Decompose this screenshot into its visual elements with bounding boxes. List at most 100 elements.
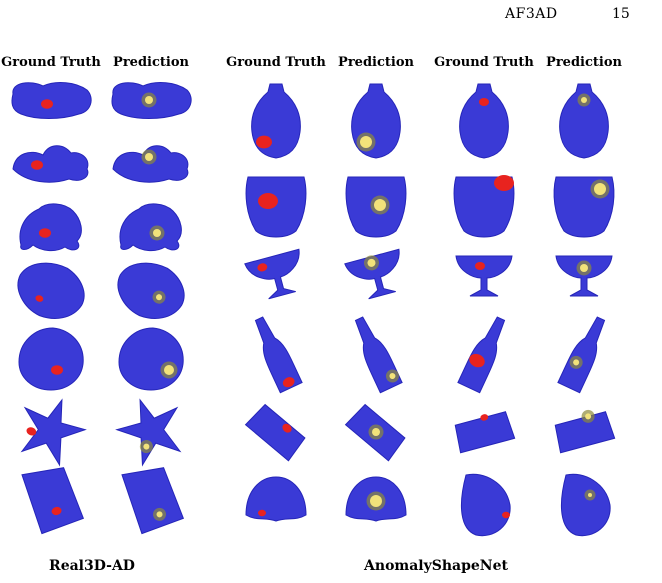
group-label-real3d-ad: Real3D-AD bbox=[49, 558, 135, 574]
object-point-cloud bbox=[21, 467, 85, 535]
ground-truth-anomaly-region bbox=[502, 511, 510, 519]
predicted-anomaly-spot bbox=[145, 153, 153, 161]
object-point-cloud bbox=[18, 327, 84, 391]
prediction-render-can bbox=[344, 403, 406, 462]
ground-truth-render-jar bbox=[453, 175, 515, 238]
ground-truth-anomaly-region bbox=[51, 365, 63, 375]
predicted-anomaly-spot bbox=[367, 258, 376, 267]
object-point-cloud bbox=[557, 316, 606, 394]
ground-truth-anomaly-region bbox=[26, 427, 37, 436]
page-number: 15 bbox=[612, 6, 630, 22]
prediction-render-vase bbox=[351, 83, 401, 159]
ground-truth-render-can bbox=[244, 403, 306, 462]
ground-truth-render-shell2 bbox=[19, 203, 82, 252]
object-point-cloud bbox=[254, 316, 303, 394]
predicted-anomaly-spot bbox=[156, 294, 163, 301]
object-point-cloud bbox=[559, 83, 609, 159]
object-point-cloud bbox=[459, 83, 509, 159]
ground-truth-render-vase bbox=[251, 83, 301, 159]
predicted-anomaly-spot bbox=[143, 443, 150, 450]
predicted-anomaly-spot bbox=[156, 511, 163, 518]
ground-truth-anomaly-region bbox=[258, 193, 278, 209]
ground-truth-render-diamond bbox=[17, 262, 85, 319]
predicted-anomaly-spot bbox=[580, 264, 588, 272]
predicted-anomaly-spot bbox=[585, 413, 592, 420]
ground-truth-anomaly-region bbox=[257, 263, 268, 272]
object-point-cloud bbox=[11, 82, 92, 119]
prediction-render-dome bbox=[345, 476, 407, 522]
predicted-anomaly-spot bbox=[594, 183, 606, 195]
ground-truth-render-star bbox=[20, 398, 87, 467]
ground-truth-anomaly-region bbox=[258, 509, 266, 517]
predicted-anomaly-spot bbox=[588, 493, 592, 497]
predicted-anomaly-spot bbox=[581, 97, 587, 103]
object-point-cloud bbox=[115, 398, 182, 467]
prediction-render-star bbox=[115, 398, 182, 467]
ground-truth-render-fish bbox=[12, 145, 89, 183]
ground-truth-render-cup bbox=[455, 255, 513, 297]
ground-truth-anomaly-region bbox=[256, 135, 272, 149]
predicted-anomaly-spot bbox=[164, 365, 174, 375]
ground-truth-render-dome bbox=[245, 476, 307, 522]
ground-truth-render-toy bbox=[11, 82, 92, 119]
object-point-cloud bbox=[117, 262, 185, 319]
ground-truth-anomaly-region bbox=[469, 353, 485, 368]
object-point-cloud bbox=[560, 473, 611, 537]
object-point-cloud bbox=[344, 248, 400, 300]
ground-truth-render-jar bbox=[245, 176, 307, 238]
group-label-anomalyshapenet: AnomalyShapeNet bbox=[364, 558, 508, 574]
object-point-cloud bbox=[20, 398, 87, 467]
predicted-anomaly-spot bbox=[389, 373, 396, 380]
prediction-render-fish bbox=[112, 145, 189, 183]
column-label-ground-truth-1: Ground Truth bbox=[1, 55, 101, 70]
ground-truth-anomaly-region bbox=[35, 295, 44, 302]
ground-truth-anomaly-region bbox=[41, 99, 53, 109]
predicted-anomaly-spot bbox=[573, 359, 580, 366]
object-point-cloud bbox=[244, 248, 300, 300]
ground-truth-render-rect bbox=[21, 467, 85, 535]
ground-truth-anomaly-region bbox=[494, 175, 514, 191]
prediction-render-drop bbox=[560, 473, 611, 537]
object-point-cloud bbox=[245, 476, 307, 522]
prediction-render-rect bbox=[121, 467, 185, 535]
object-point-cloud bbox=[460, 473, 511, 537]
object-point-cloud bbox=[245, 176, 307, 238]
ground-truth-render-cup bbox=[244, 248, 300, 300]
column-label-prediction-2: Prediction bbox=[338, 55, 414, 70]
prediction-render-jar bbox=[553, 176, 615, 238]
predicted-anomaly-spot bbox=[153, 229, 161, 237]
running-title: AF3AD bbox=[505, 6, 558, 22]
object-point-cloud bbox=[12, 145, 89, 183]
predicted-anomaly-spot bbox=[372, 428, 380, 436]
object-point-cloud bbox=[453, 176, 515, 238]
object-point-cloud bbox=[457, 316, 506, 394]
object-point-cloud bbox=[19, 203, 82, 252]
predicted-anomaly-spot bbox=[374, 199, 386, 211]
predicted-anomaly-spot bbox=[145, 96, 153, 104]
ground-truth-render-can bbox=[454, 411, 516, 454]
prediction-render-diamond bbox=[117, 262, 185, 319]
prediction-render-shell2 bbox=[119, 203, 182, 252]
column-label-ground-truth-3: Ground Truth bbox=[434, 55, 534, 70]
ground-truth-anomaly-region bbox=[480, 414, 489, 421]
ground-truth-render-drop bbox=[460, 473, 511, 537]
ground-truth-anomaly-region bbox=[51, 506, 62, 516]
ground-truth-render-vase bbox=[459, 83, 509, 159]
object-point-cloud bbox=[121, 467, 185, 535]
object-point-cloud bbox=[454, 411, 516, 454]
column-label-prediction-1: Prediction bbox=[113, 55, 189, 70]
object-point-cloud bbox=[455, 255, 513, 297]
ground-truth-anomaly-region bbox=[31, 160, 43, 170]
prediction-render-toy bbox=[111, 82, 192, 119]
ground-truth-anomaly-region bbox=[475, 262, 485, 270]
prediction-render-can bbox=[554, 409, 616, 454]
object-point-cloud bbox=[119, 203, 182, 252]
ground-truth-render-bottle bbox=[254, 316, 303, 394]
object-point-cloud bbox=[244, 403, 306, 462]
predicted-anomaly-spot bbox=[370, 495, 382, 507]
prediction-render-cup bbox=[344, 248, 400, 300]
object-point-cloud bbox=[555, 255, 613, 297]
prediction-render-bottle bbox=[354, 316, 403, 394]
prediction-render-jar bbox=[345, 176, 407, 238]
ground-truth-anomaly-region bbox=[479, 98, 489, 106]
